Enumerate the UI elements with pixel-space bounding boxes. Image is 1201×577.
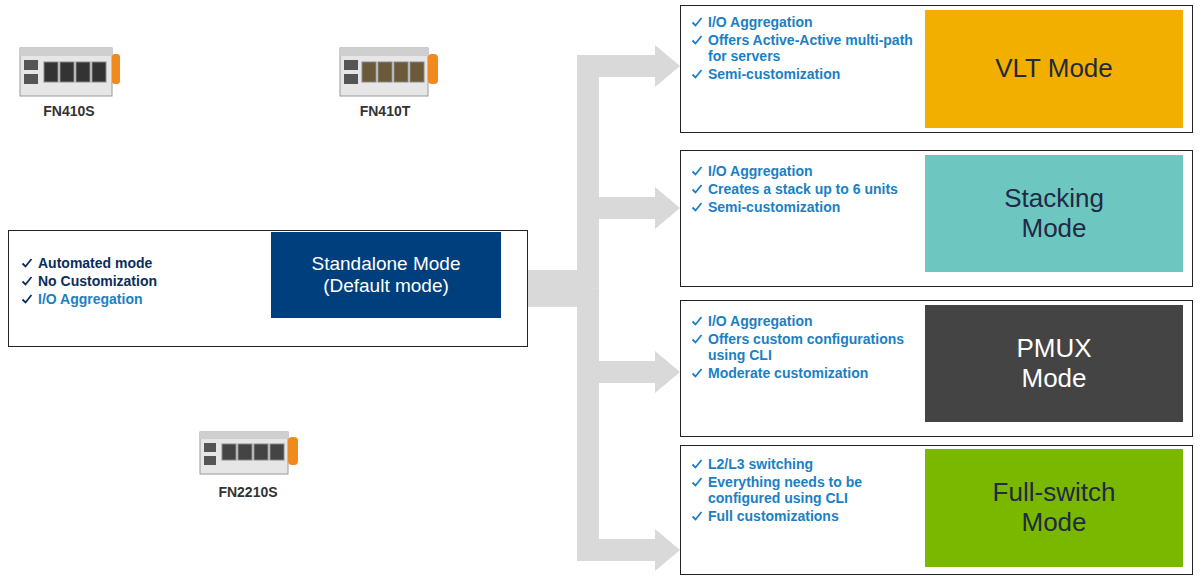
mode-title: Standalone Mode (Default mode)	[281, 253, 491, 297]
check-list: I/O AggregationOffers custom configurati…	[691, 313, 921, 383]
feature-text: Full customizations	[708, 508, 839, 524]
check-mark	[691, 16, 703, 28]
check-mark	[691, 183, 703, 195]
check-item: Moderate customization	[691, 365, 921, 381]
feature-text: Creates a stack up to 6 units	[708, 181, 898, 197]
check-list: I/O AggregationCreates a stack up to 6 u…	[691, 163, 921, 217]
fn410s-module	[20, 48, 120, 96]
mode-panel: I/O AggregationCreates a stack up to 6 u…	[680, 150, 1193, 287]
check-item: Creates a stack up to 6 units	[691, 181, 921, 197]
mode-title: VLT Mode	[995, 54, 1113, 84]
mode-panel: L2/L3 switchingEverything needs to be co…	[680, 445, 1193, 575]
feature-text: L2/L3 switching	[708, 456, 813, 472]
check-mark	[21, 293, 33, 305]
check-item: I/O Aggregation	[691, 313, 921, 329]
check-mark	[691, 458, 703, 470]
check-mark	[691, 510, 703, 522]
mode-panel: I/O AggregationOffers custom configurati…	[680, 300, 1193, 437]
branch-arrow	[528, 289, 680, 572]
check-item: L2/L3 switching	[691, 456, 921, 472]
feature-text: I/O Aggregation	[708, 313, 812, 329]
check-item: I/O Aggregation	[691, 14, 921, 30]
fn410t-module	[340, 48, 438, 96]
mode-box: Stacking Mode	[925, 155, 1183, 272]
mode-box: PMUX Mode	[925, 305, 1183, 422]
feature-text: Automated mode	[38, 255, 152, 271]
check-mark	[691, 34, 703, 46]
check-mark	[691, 367, 703, 379]
feature-text: I/O Aggregation	[38, 291, 142, 307]
module-name: FN2210S	[188, 484, 308, 500]
check-mark	[691, 201, 703, 213]
feature-text: I/O Aggregation	[708, 14, 812, 30]
check-item: Everything needs to be configured using …	[691, 474, 921, 506]
check-mark	[21, 257, 33, 269]
fn2210s-module	[200, 432, 298, 474]
feature-text: Offers custom configurations using CLI	[708, 331, 921, 363]
mode-title: Stacking Mode	[984, 184, 1124, 244]
check-mark	[691, 165, 703, 177]
branch-arrow	[528, 45, 680, 289]
branch-arrow	[528, 289, 680, 394]
check-item: Automated mode	[21, 255, 261, 271]
check-mark	[691, 315, 703, 327]
mode-panel: I/O AggregationOffers Active-Active mult…	[680, 5, 1193, 133]
branch-arrow	[528, 187, 680, 289]
feature-text: Moderate customization	[708, 365, 868, 381]
check-list: I/O AggregationOffers Active-Active mult…	[691, 14, 921, 84]
check-mark	[21, 275, 33, 287]
check-list: Automated mode No CustomizationI/O Aggreg…	[21, 255, 261, 309]
check-item: I/O Aggregation	[21, 291, 261, 307]
feature-text: Everything needs to be configured using …	[708, 474, 921, 506]
check-mark	[691, 333, 703, 345]
module-name: FN410S	[9, 103, 129, 119]
feature-text: Offers Active-Active multi-path for serv…	[708, 32, 921, 64]
check-mark	[691, 68, 703, 80]
mode-title: PMUX Mode	[999, 334, 1109, 394]
feature-text: Semi-customization	[708, 199, 840, 215]
feature-text: Semi-customization	[708, 66, 840, 82]
mode-title: Full-switch Mode	[979, 478, 1129, 538]
check-list: L2/L3 switchingEverything needs to be co…	[691, 456, 921, 526]
mode-box: VLT Mode	[925, 10, 1183, 128]
check-item: Semi-customization	[691, 199, 921, 215]
check-item: Full customizations	[691, 508, 921, 524]
standalone-panel: Automated mode No CustomizationI/O Aggreg…	[8, 230, 528, 347]
mode-box: Full-switch Mode	[925, 449, 1183, 567]
check-item: Offers custom configurations using CLI	[691, 331, 921, 363]
check-mark	[691, 476, 703, 488]
check-item: Offers Active-Active multi-path for serv…	[691, 32, 921, 64]
check-item: I/O Aggregation	[691, 163, 921, 179]
default-mode-box: Standalone Mode (Default mode)	[271, 232, 501, 318]
check-item: No Customization	[21, 273, 261, 289]
feature-text: I/O Aggregation	[708, 163, 812, 179]
check-item: Semi-customization	[691, 66, 921, 82]
feature-text: No Customization	[38, 273, 157, 289]
module-name: FN410T	[325, 103, 445, 119]
